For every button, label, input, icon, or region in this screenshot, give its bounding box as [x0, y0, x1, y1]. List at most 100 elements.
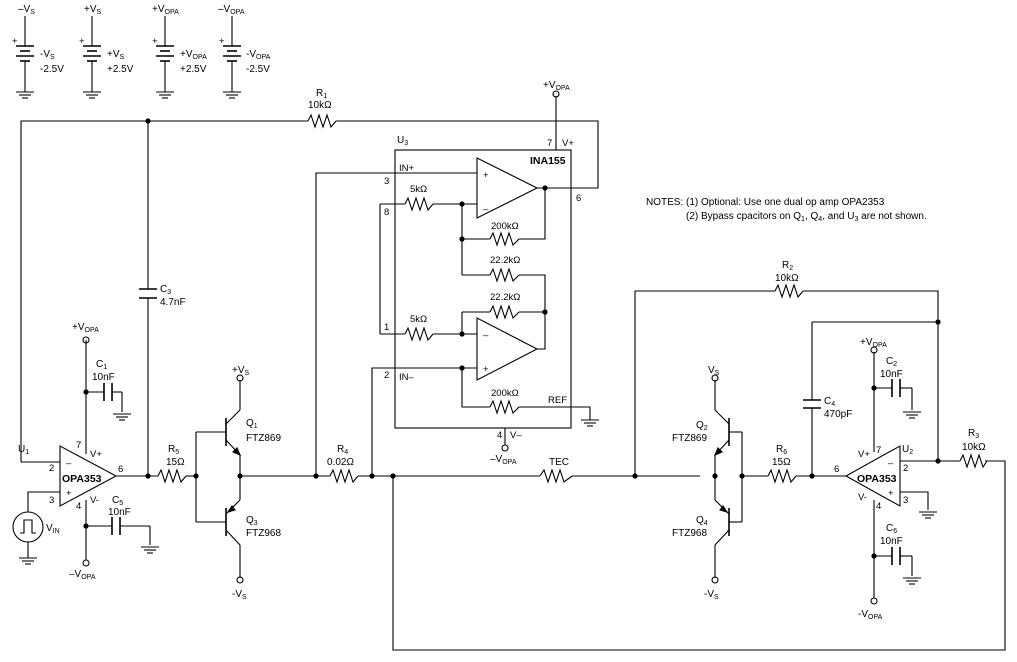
- ina-r-mid-a-value: 22.2kΩ: [490, 255, 520, 266]
- supply-2-top: +VS: [84, 4, 102, 16]
- q2-vs: VS: [708, 365, 720, 377]
- q3-vs-neg: -VS: [232, 589, 247, 601]
- q1-part: FTZ869: [246, 433, 281, 444]
- u2-vopa-neg: -VOPA: [858, 609, 883, 621]
- ina-pin-vp: 7: [547, 138, 552, 149]
- u1-pin-vn: 4: [76, 501, 81, 512]
- c1-value: 10nF: [92, 372, 115, 383]
- svg-text:+: +: [12, 36, 18, 47]
- supply-1-top: –VS: [18, 4, 35, 16]
- ina-pin-vm: 4: [497, 430, 502, 441]
- c4-value: 470pF: [824, 409, 852, 420]
- u2-opamp: – +: [844, 445, 901, 507]
- supply-3-value: +2.5V: [180, 64, 207, 75]
- u3-name: U3: [397, 135, 408, 147]
- ina-r-ref-value: 200kΩ: [491, 388, 519, 399]
- c5-value: 10nF: [108, 507, 131, 518]
- svg-text:–: –: [483, 204, 489, 215]
- c3-symbol: [139, 288, 157, 299]
- q3-name: Q3: [246, 515, 258, 527]
- r2-symbol: [774, 283, 804, 299]
- ina-r-in-bot-value: 5kΩ: [410, 314, 427, 325]
- c1-name: C1: [96, 359, 107, 371]
- wires-left: [18, 120, 1006, 651]
- ina-r-mid-a: [489, 267, 520, 283]
- supply-1-value: -2.5V: [40, 64, 64, 75]
- q2-part: FTZ869: [672, 433, 707, 444]
- svg-text:+: +: [152, 36, 158, 47]
- q4-vs-neg: -VS: [704, 589, 719, 601]
- u2-part: OPA353: [857, 473, 897, 485]
- ina-r-mid-b-value: 22.2kΩ: [490, 292, 520, 303]
- c6-name: C6: [886, 523, 897, 535]
- q1-vs-pos: +VS: [232, 365, 250, 377]
- c4-name: C4: [824, 396, 835, 408]
- u1-vp-label: V+: [90, 449, 102, 460]
- q2-transistor: [713, 409, 730, 457]
- supply-4-value: -2.5V: [246, 64, 270, 75]
- r3-name: R3: [968, 428, 979, 440]
- ina155-block: + – – +: [379, 96, 600, 445]
- c3-name: C3: [160, 284, 171, 296]
- ina-r-in-top: [404, 196, 434, 212]
- junctions: [83, 118, 941, 559]
- svg-text:+: +: [79, 36, 85, 47]
- svg-text:+: +: [66, 488, 72, 499]
- ina-r-fb-top: [489, 231, 520, 247]
- u1-pin-out: 6: [118, 464, 123, 475]
- q4-name: Q4: [696, 515, 708, 527]
- u1-vn-label: V-: [90, 495, 99, 506]
- ina-pin-rg1: 8: [384, 207, 389, 218]
- c2-value: 10nF: [880, 369, 903, 380]
- u2-vn-label: V-: [858, 492, 867, 503]
- u2-vp-label: V+: [858, 449, 870, 460]
- tec-symbol: [539, 468, 573, 484]
- u2-pin-vn: 4: [876, 501, 881, 512]
- ina-r-mid-b: [489, 304, 520, 320]
- q1-transistor: [225, 409, 242, 457]
- terminals: [82, 90, 878, 605]
- ina-pin-out: 6: [576, 193, 581, 204]
- ina-r-ref: [489, 399, 520, 415]
- u2-pin-out: 6: [834, 464, 839, 475]
- ina-r-fb-top-value: 200kΩ: [491, 221, 519, 232]
- r5-name: R5: [168, 444, 179, 456]
- u1-part: OPA353: [62, 473, 102, 485]
- tec-label: TEC: [549, 457, 569, 468]
- q3-transistor: [225, 499, 241, 546]
- c1-symbol: [103, 383, 113, 401]
- r3-value: 10kΩ: [962, 442, 986, 453]
- u1-pin-vp: 7: [76, 440, 81, 451]
- supply-2-label: +VS: [107, 49, 125, 61]
- ina-in-minus: IN–: [399, 372, 415, 383]
- r4-symbol: [329, 468, 359, 484]
- supply-1-label: -VS: [40, 49, 55, 61]
- c5-name: C5: [112, 495, 123, 507]
- r4-value: 0.02Ω: [327, 457, 354, 468]
- r4-name: R4: [337, 444, 348, 456]
- battery-pos-vs: +: [79, 16, 102, 99]
- q2-name: Q2: [696, 420, 708, 432]
- svg-text:+: +: [483, 170, 489, 181]
- ina-r-in-top-value: 5kΩ: [410, 184, 427, 195]
- u2-name: U2: [902, 444, 913, 456]
- q4-part: FTZ968: [672, 528, 707, 539]
- u1-pin-inv: 2: [49, 463, 54, 474]
- c4-symbol: [803, 399, 821, 409]
- u2-vopa-pos: +VOPA: [860, 337, 887, 349]
- q1-name: Q1: [246, 418, 258, 430]
- q4-transistor: [714, 499, 730, 546]
- notes-line-1: NOTES: (1) Optional: Use one dual op amp…: [646, 197, 885, 208]
- c3-value: 4.7nF: [160, 297, 186, 308]
- svg-text:–: –: [66, 458, 72, 469]
- supply-batteries: + + +: [12, 16, 242, 99]
- u1-opamp: – +: [59, 445, 118, 507]
- svg-text:–: –: [483, 330, 489, 341]
- r1-symbol: [307, 113, 337, 129]
- ina-r-in-bot: [404, 326, 434, 342]
- r1-value: 10kΩ: [308, 100, 332, 111]
- r1-name: R1: [316, 88, 327, 100]
- ina-vopa-neg: –VOPA: [490, 454, 517, 466]
- ina-pin-inp: 3: [384, 176, 389, 187]
